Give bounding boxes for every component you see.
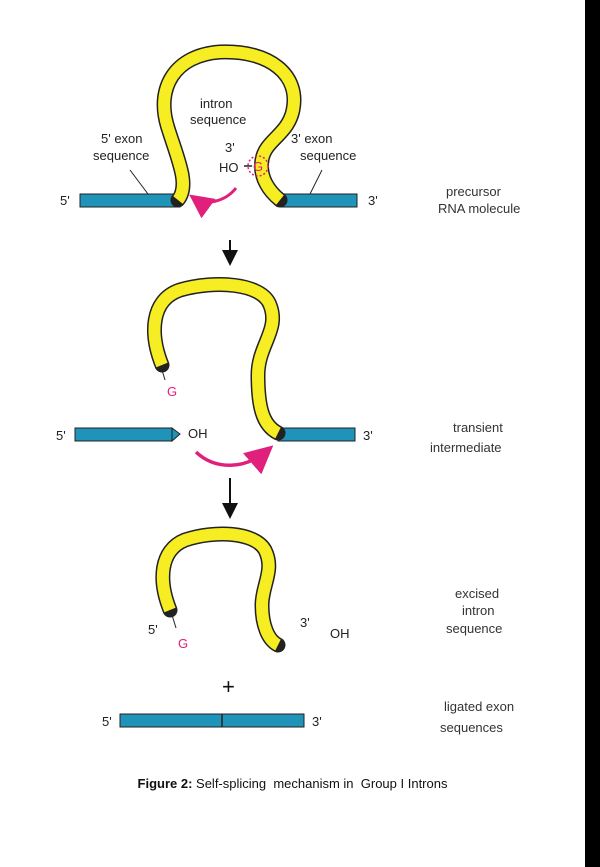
stage-label-4b: sequences (440, 720, 503, 735)
exon-3-bar-2 (277, 427, 356, 442)
stage-excised: 5' G 3' OH excised intron sequence (148, 526, 502, 653)
stage-label-3c: sequence (446, 621, 502, 636)
exon5-label-1: 5' exon (101, 131, 143, 146)
exon5-leader (129, 169, 149, 195)
stage-label-3b: intron (462, 603, 495, 618)
end5-label-4: 5' (102, 714, 112, 729)
intron-label-1: intron (200, 96, 233, 111)
exon5-label-2: sequence (93, 148, 149, 163)
end5-label-3: 5' (148, 622, 158, 637)
end3-label-4: 3' (312, 714, 322, 729)
exon-5-bar (79, 193, 181, 208)
stage-precursor: intron sequence 5' exon sequence 3' exon… (60, 44, 520, 219)
end5-label-2: 5' (56, 428, 66, 443)
stage-label-2b: intermediate (430, 440, 502, 455)
oh-label-3: OH (330, 626, 350, 641)
exon3-leader (309, 169, 323, 195)
end5-label: 5' (60, 193, 70, 208)
g-nucleotide: G (253, 159, 263, 174)
figure-caption: Figure 2: Self-splicing mechanism in Gro… (0, 776, 585, 791)
three-prime-label-3: 3' (300, 615, 310, 630)
g-halo (247, 155, 269, 177)
stage-label-2a: transient (453, 420, 503, 435)
oh-label-2: OH (188, 426, 208, 441)
exon3-label-2: sequence (300, 148, 356, 163)
plus-sign: + (222, 674, 235, 699)
caption-bold: Figure 2: (137, 776, 193, 791)
exon-5-bar-2 (74, 427, 173, 442)
g-nucleotide-3: G (178, 636, 188, 651)
end3-label: 3' (368, 193, 378, 208)
g-nucleotide-2: G (167, 384, 177, 399)
g-three-prime: 3' (225, 140, 235, 155)
right-edge-bar (585, 0, 600, 867)
stage-intermediate: G 5' OH 3' transient intermediate (56, 277, 503, 475)
caption-text: Self-splicing mechanism in Group I Intro… (192, 776, 448, 791)
attack-arrow (189, 187, 238, 219)
ho-label: HO (219, 160, 239, 175)
stage-label-1b: RNA molecule (438, 201, 520, 216)
transfer-arrow (194, 445, 274, 475)
stage-label-1a: precursor (446, 184, 502, 199)
exon-3-bar (279, 193, 358, 208)
stage-label-3a: excised (455, 586, 499, 601)
stage-ligated: 5' 3' ligated exon sequences (102, 699, 514, 735)
exon3-label-1: 3' exon (291, 131, 333, 146)
ligated-exon-bar (119, 713, 305, 728)
intron-label-2: sequence (190, 112, 246, 127)
stage-label-4a: ligated exon (444, 699, 514, 714)
end3-label-2: 3' (363, 428, 373, 443)
